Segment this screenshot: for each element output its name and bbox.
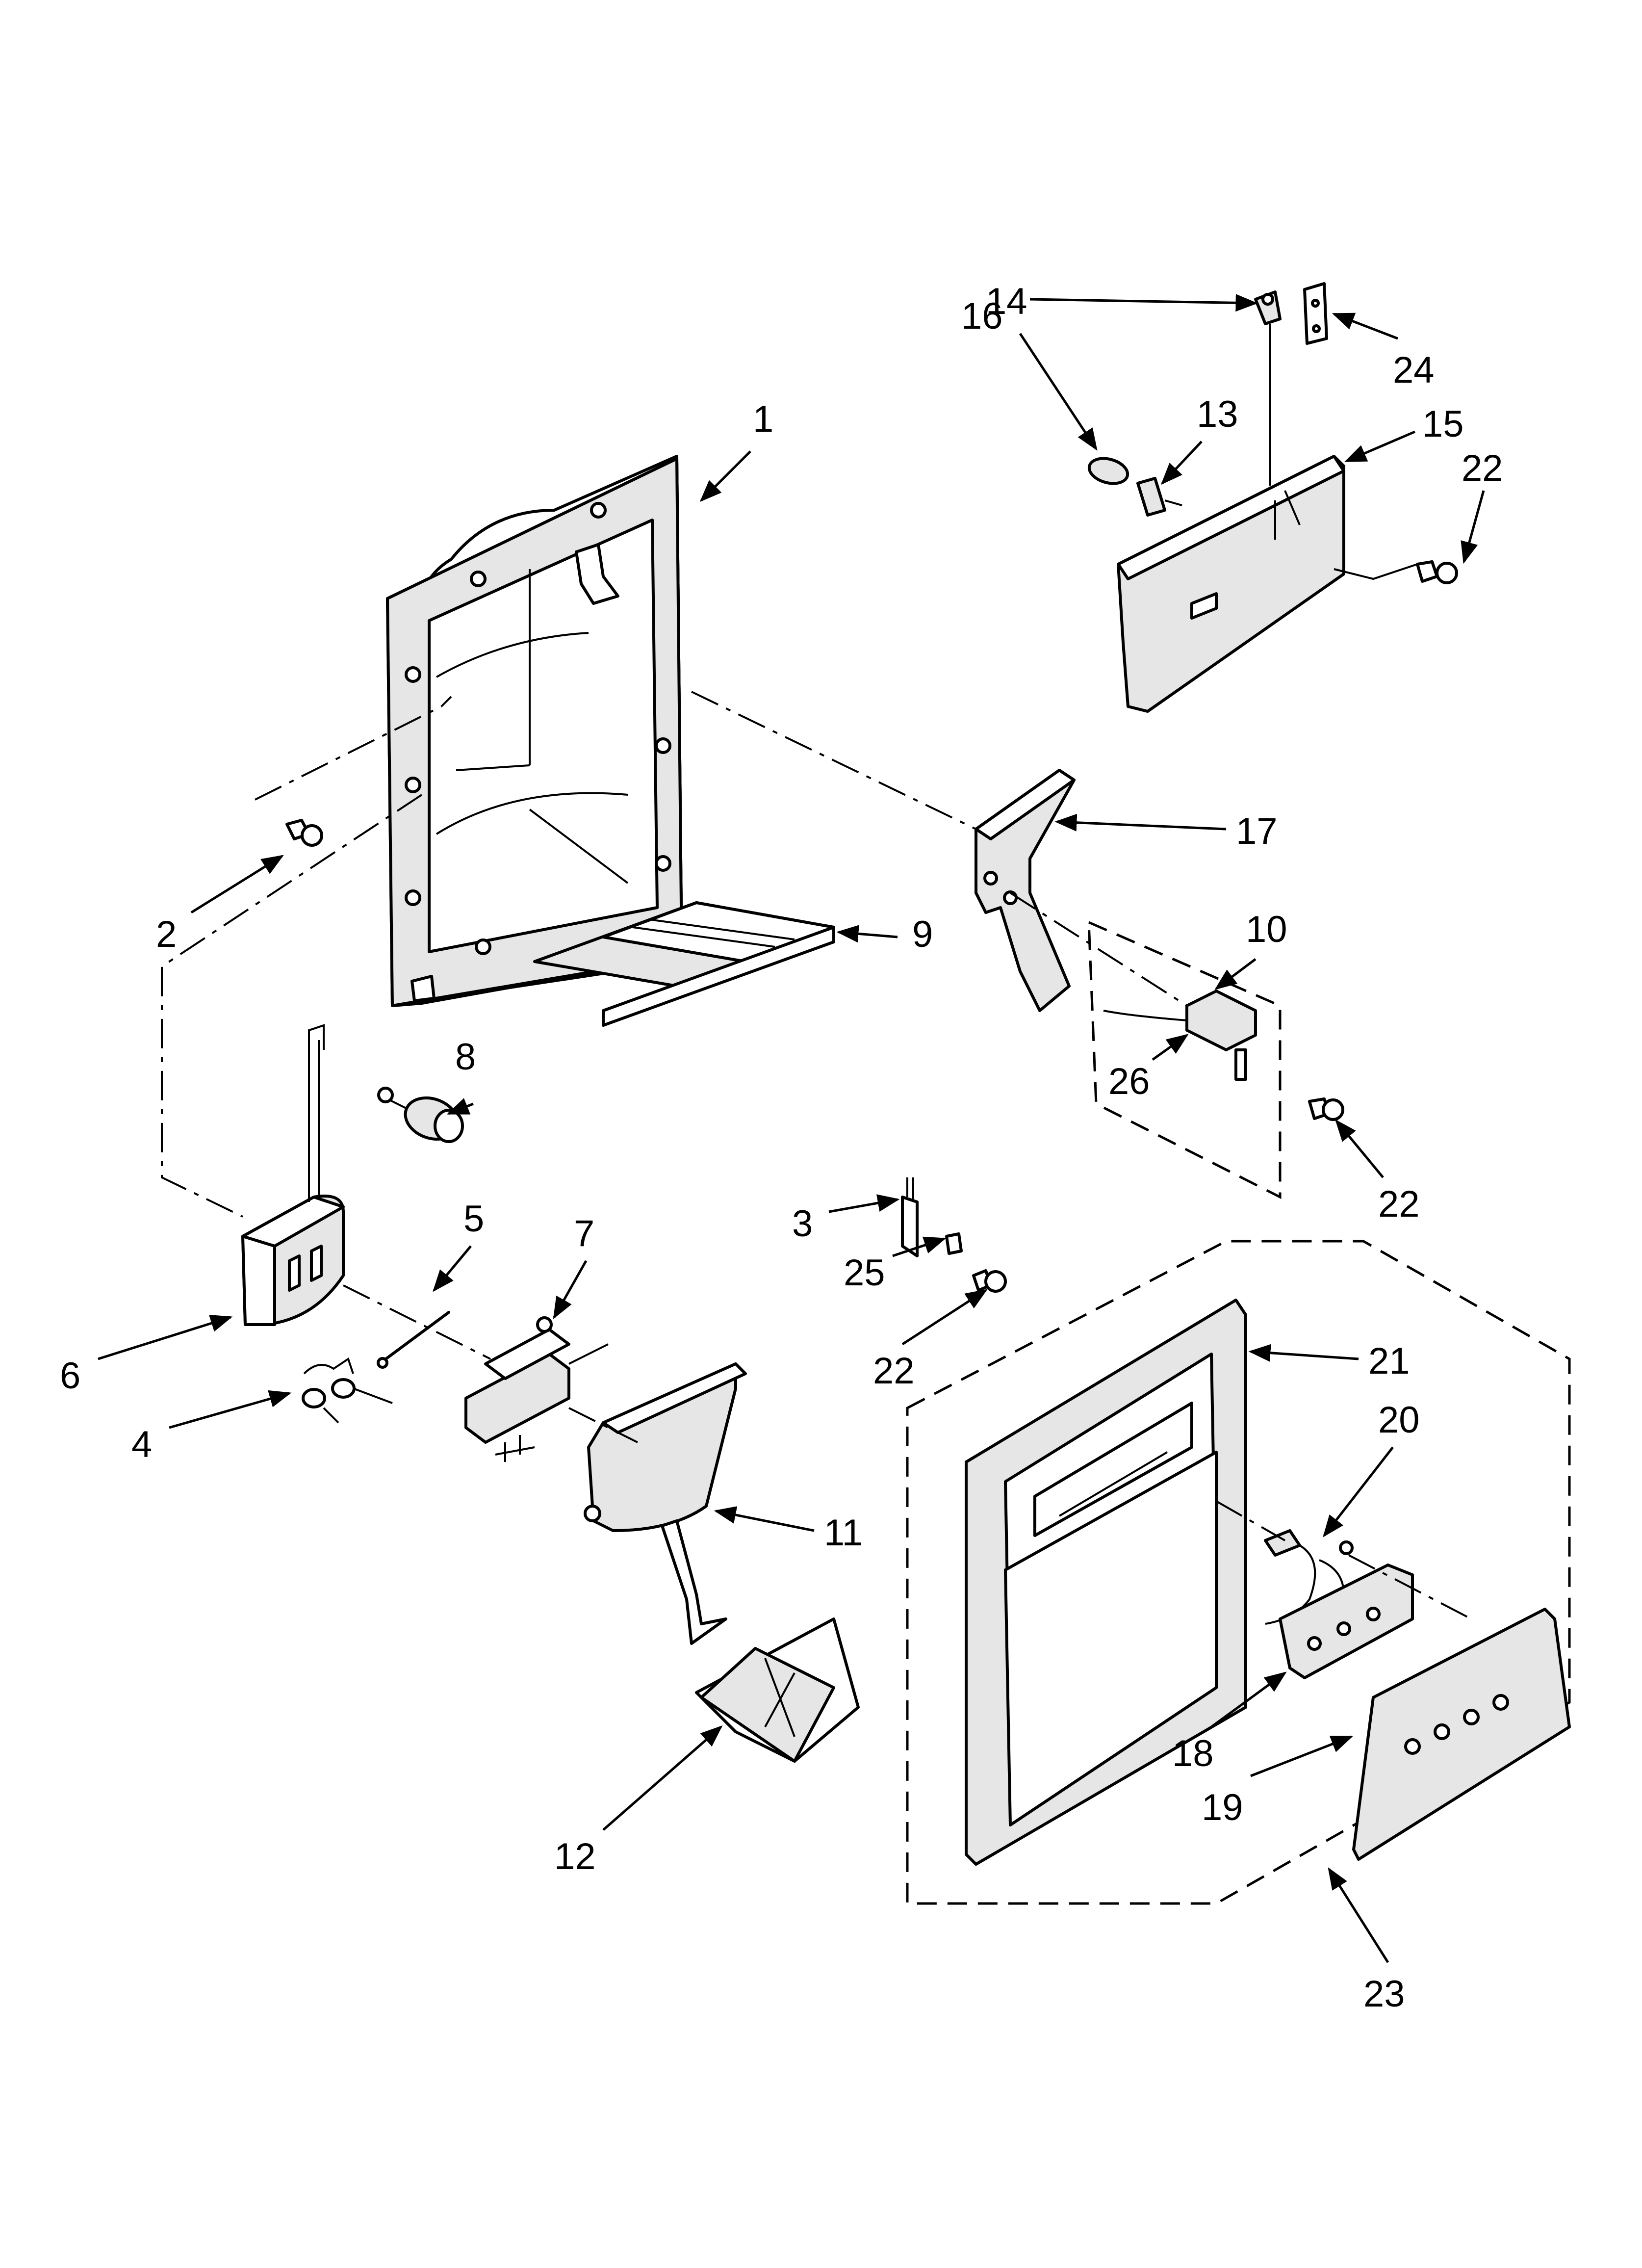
callout-11: 11 [824,1512,863,1554]
callout-22-top: 22 [1462,447,1503,489]
callout-9: 9 [912,913,933,955]
callout-18: 18 [1172,1733,1214,1774]
part-21-dispenser-front [965,1299,1247,1866]
callout-15: 15 [1422,403,1464,445]
part-4-spring [302,1357,393,1424]
part-18-control-board [1279,1564,1414,1679]
part-14-switch [1254,290,1282,486]
callout-1: 1 [753,398,773,440]
callout-19: 19 [1202,1787,1243,1828]
part-5-pin [377,1311,450,1369]
part-9-drip-tray [533,901,835,1027]
callout-leaders [98,294,1485,1963]
callout-10: 10 [1246,909,1287,950]
callout-5: 5 [463,1198,484,1240]
part-15-switch-bracket [1117,455,1418,713]
part-8-solenoid [377,1087,464,1143]
part-22-screw-top [1416,560,1458,584]
callout-labels: 1 2 3 4 5 6 7 8 9 10 11 12 13 14 15 16 1… [60,281,1503,2015]
part-22-screw-right [1308,1097,1344,1121]
part-11-lever-arm [584,1362,747,1645]
callout-7: 7 [574,1213,594,1254]
callout-4: 4 [131,1424,152,1465]
callout-14: 14 [986,281,1027,322]
callout-20: 20 [1378,1399,1420,1441]
housing-holes [405,502,671,955]
callout-6: 6 [60,1355,80,1397]
part-10-switch-assembly [1087,920,1282,1199]
part-17-paddle [975,769,1076,1012]
part-16-bulb [1087,457,1129,485]
callout-23: 23 [1363,1973,1405,2015]
callout-12: 12 [554,1836,596,1877]
callout-22-right: 22 [1378,1183,1420,1225]
part-23-front-panel-assembly [906,1240,1571,1905]
callout-25: 25 [844,1252,885,1294]
callout-17: 17 [1236,810,1278,852]
callout-3: 3 [792,1203,813,1245]
callout-2: 2 [156,913,177,955]
callout-24: 24 [1393,349,1435,391]
part-22-screw-center [972,1269,1007,1293]
part-20-wire-harness [1264,1529,1354,1625]
callout-16: 16 [961,295,1003,337]
part-2-screw [285,819,323,847]
callout-26: 26 [1108,1061,1150,1102]
part-19-control-panel [1352,1608,1571,1861]
part-13-socket [1136,477,1182,517]
part-12-ice-chute [695,1617,860,1763]
callout-21: 21 [1368,1340,1410,1382]
phantom-lines [161,691,1472,1620]
part-3-clip [901,1177,919,1257]
part-6-module [241,1024,345,1326]
callout-13: 13 [1197,393,1238,435]
part-7-actuator [464,1316,609,1462]
callout-22-center: 22 [873,1350,915,1392]
part-25-gasket [945,1232,963,1255]
part-24-insulator [1303,282,1328,345]
callout-8: 8 [455,1036,476,1078]
